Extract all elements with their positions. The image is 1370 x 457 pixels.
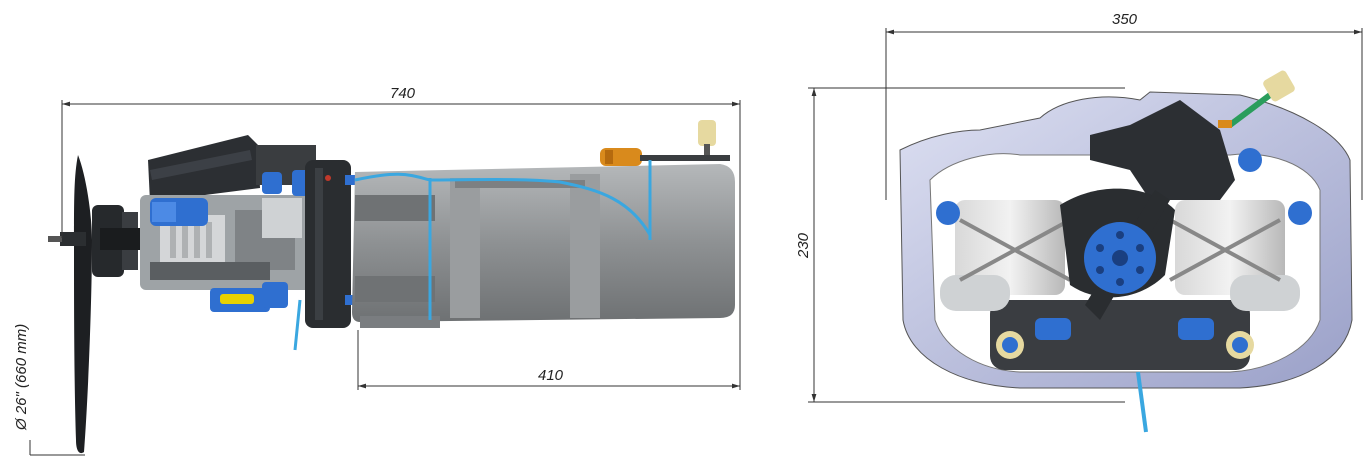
fitting-front	[1218, 70, 1295, 128]
front-dimensions: 350 230	[795, 11, 1363, 403]
prop-hub	[92, 205, 140, 277]
side-view	[48, 120, 735, 454]
pressure-gauge	[640, 120, 730, 161]
air-intake	[148, 135, 316, 202]
crankcase-front	[990, 300, 1250, 370]
fuel-filter	[600, 148, 642, 166]
carbs-front	[936, 148, 1312, 359]
gearbox-flange	[305, 160, 359, 328]
engine-block	[140, 195, 315, 290]
hoses	[293, 160, 652, 351]
dim-front-height: 230	[795, 232, 812, 259]
hose-front	[1136, 371, 1148, 433]
airbox-front	[1090, 100, 1235, 200]
cylinders-front	[940, 200, 1300, 311]
carburetor-blue	[150, 170, 314, 312]
front-view	[899, 70, 1353, 433]
dim-prop-diameter: Ø 26" (660 mm)	[13, 324, 30, 431]
dim-tank-length: 410	[538, 367, 564, 384]
dim-side-length: 740	[390, 85, 416, 102]
prop-flange-front	[1060, 188, 1175, 320]
tank	[352, 164, 735, 328]
side-dimensions: 740 410 Ø 26" (660 mm)	[13, 85, 741, 456]
propeller	[48, 155, 92, 454]
dim-front-width: 350	[1112, 11, 1138, 28]
